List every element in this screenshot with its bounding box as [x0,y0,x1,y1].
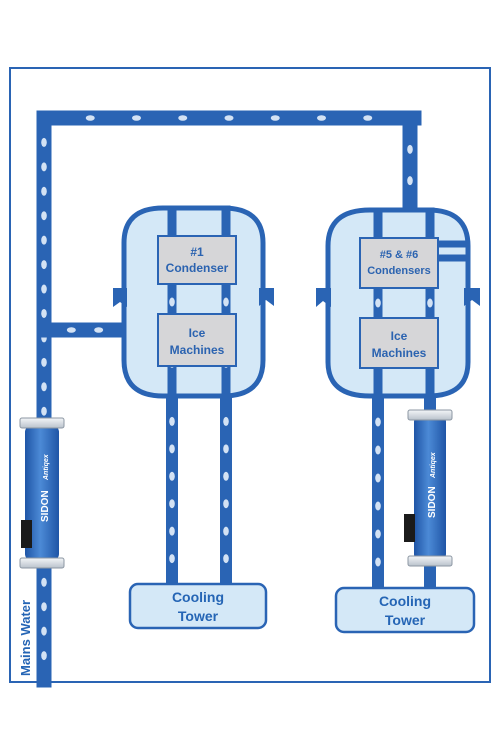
water-droplet [223,297,229,307]
water-droplet [224,115,234,121]
water-droplet [407,144,413,154]
condensers-5-6-label-line1: #5 & #6 [380,249,419,261]
water-droplet [66,327,76,333]
water-droplet [223,499,229,509]
water-droplet [94,327,104,333]
ice-machines-right-label-line2: Machines [372,346,427,360]
condensers-5-6-box [359,237,439,289]
water-droplet [41,357,47,367]
water-droplet [223,416,229,426]
water-droplet [132,115,141,121]
water-droplet [41,186,47,196]
water-droplet [41,284,47,294]
water-droplet [169,416,175,426]
water-droplet [41,651,47,661]
water-droplet [41,626,47,636]
water-droplet [41,235,47,245]
water-droplet [407,176,413,186]
device-brand-mains: SIDON [40,490,51,522]
water-droplet [375,417,381,427]
water-droplet [375,557,381,567]
cooling-tower-left [128,582,268,630]
cooling-tower-left-line2: Tower [178,608,219,624]
condenser-1-label-line2: Condenser [166,261,229,275]
condenser-1-box [157,235,237,285]
right-tank-inflow-arrow-icon [316,288,331,307]
device-model-right: Antiqex [430,451,437,479]
water-droplet [41,602,47,612]
condensers-5-6-label-line2: Condensers [367,265,431,277]
water-droplet [169,297,175,307]
water-droplet [169,554,175,564]
water-droplet [169,526,175,536]
water-droplet [41,308,47,318]
pipe-network [36,110,436,688]
condenser-1-label-line1: #1 [190,245,204,259]
right-tank-outflow-arrow-icon [464,288,480,306]
water-droplet [375,473,381,483]
device-control-unit-mains [21,520,32,548]
device-control-unit-right [404,514,415,542]
water-droplet [41,137,47,147]
water-droplet [41,260,47,270]
water-droplet [41,162,47,172]
water-droplet [270,115,280,121]
device-model-mains: Antiqex [43,453,50,481]
ice-machines-left-label-line2: Machines [170,343,225,357]
cooling-tower-right-line2: Tower [385,612,426,628]
ice-machines-right-label-line1: Ice [391,329,408,343]
water-droplet [41,577,47,587]
ice-machines-left-box [157,313,237,367]
treatment-device-mains: SIDON Antiqex [19,417,65,569]
cooling-tower-right-line1: Cooling [379,593,431,609]
water-droplet [375,298,381,308]
water-droplet [317,115,326,121]
water-droplet [169,499,175,509]
water-droplet [223,554,229,564]
left-tank-outflow-arrow-icon [259,288,274,306]
treatment-device-right: SIDON Antiqex [404,409,453,567]
water-droplet [169,471,175,481]
water-droplet [169,444,175,454]
mains-water-label: Mains Water [18,600,33,676]
water-droplet [223,526,229,536]
water-droplet [41,406,47,416]
water-droplet [375,529,381,539]
water-droplet [41,382,47,392]
water-droplet [178,115,188,121]
water-droplet [375,501,381,511]
left-tank-inflow-arrow-icon [113,288,127,307]
water-droplet [375,445,381,455]
ice-machines-left-label-line1: Ice [189,326,206,340]
water-droplet [41,211,47,221]
device-brand-right: SIDON [427,486,438,518]
cooling-tower-right [334,586,476,634]
water-droplet [223,471,229,481]
water-droplet [223,444,229,454]
water-droplet [427,298,433,308]
ice-machines-right-box [359,317,439,369]
water-droplet [363,115,373,121]
water-droplet [85,115,95,121]
cooling-tower-left-line1: Cooling [172,589,224,605]
